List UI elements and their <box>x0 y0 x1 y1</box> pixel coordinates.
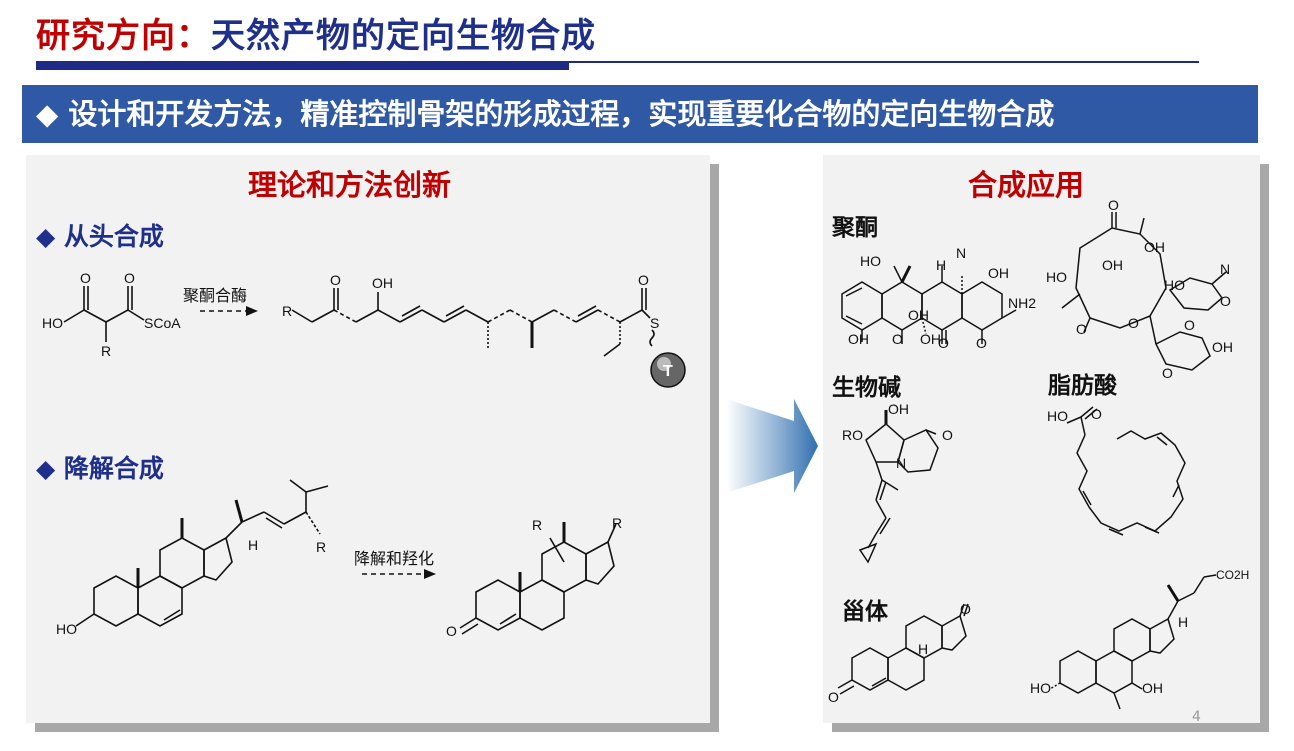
ba-ho: HO <box>1030 680 1051 696</box>
fa-ho: HO <box>1047 408 1068 424</box>
ba-co2h: CO2H <box>1216 568 1249 582</box>
ery-ho2: HO <box>1164 277 1185 293</box>
banner: ◆ 设计和开发方法，精准控制骨架的形成过程，实现重要化合物的定向生物合成 <box>22 85 1258 143</box>
tetracycline-structure: HO N H OH NH2 O OH O OH O OH <box>841 245 1036 351</box>
polyketide-chain-structure: R O OH O S T <box>282 272 686 388</box>
transition-arrow <box>726 399 818 493</box>
ery-n: N <box>1220 261 1230 277</box>
pk-oh: OH <box>372 275 393 291</box>
erythromycin-structure: O OH HO OH N HO O O O O OH O <box>1046 197 1233 381</box>
pk-o: O <box>330 272 341 288</box>
sterol-structure: HO H R <box>56 479 329 637</box>
ba-oh: OH <box>1142 680 1163 696</box>
fa-o: O <box>1091 406 1102 422</box>
enzyme-label-degradation: 降解和羟化 <box>354 549 435 568</box>
androstenone-o: O <box>446 623 457 639</box>
st-o: O <box>828 689 839 705</box>
ery-o2: O <box>1076 321 1087 337</box>
androstenone-structure: O R R <box>446 515 622 639</box>
tc-oh4: OH <box>908 307 929 323</box>
panel-application-title: 合成应用 <box>968 168 1085 202</box>
title-underline-thick <box>36 61 569 70</box>
label-steroid: 甾体 <box>842 599 888 625</box>
bullet-de-novo: ◆ 从头合成 <box>36 222 164 251</box>
pk-o2: O <box>638 272 649 288</box>
pk-r: R <box>282 303 292 319</box>
tc-oh2: OH <box>848 331 869 347</box>
malonyl-r: R <box>101 343 111 359</box>
ery-oh3: OH <box>1212 339 1233 355</box>
panel-application <box>823 155 1260 723</box>
ery-oh1: OH <box>1144 239 1165 255</box>
tc-n: N <box>956 245 966 261</box>
st-h: H <box>918 641 928 657</box>
malonyl-o1: O <box>80 270 91 286</box>
ery-ho1: HO <box>1046 269 1067 285</box>
fatty-acid-structure: HO O <box>1047 406 1186 536</box>
st-o2: O <box>960 601 971 617</box>
panel-theory-title: 理论和方法创新 <box>248 168 452 202</box>
tc-o1: O <box>976 335 987 351</box>
pk-s: S <box>650 315 659 331</box>
sterol-h: H <box>248 537 258 553</box>
ery-o4: O <box>1184 317 1195 333</box>
dashed-arrow-degradation <box>362 569 436 579</box>
tc-o2: O <box>892 331 903 347</box>
dashed-arrow-pks <box>200 306 258 316</box>
title-prefix: 研究方向： <box>36 16 211 56</box>
androstenone-r1: R <box>532 517 542 533</box>
bile-acid-structure: CO2H HO OH H <box>1030 568 1249 710</box>
alk-ro: RO <box>842 427 863 443</box>
enzyme-label-pks: 聚酮合酶 <box>183 286 248 305</box>
tc-h: H <box>936 257 946 273</box>
ery-oh2: OH <box>1102 257 1123 273</box>
page-title: 研究方向：天然产物的定向生物合成 <box>36 8 596 57</box>
panel-theory <box>26 155 710 723</box>
alk-oh: OH <box>888 401 909 417</box>
malonyl-scoa: SCoA <box>144 315 181 331</box>
sterol-r: R <box>316 539 326 555</box>
title-main: 天然产物的定向生物合成 <box>211 16 596 56</box>
tc-oh1: OH <box>988 265 1009 281</box>
label-polyketide: 聚酮 <box>832 215 878 241</box>
tc-oh3: OH <box>920 331 941 347</box>
title-underline-thin <box>569 61 1199 63</box>
alk-o: O <box>942 427 953 443</box>
tc-o3: O <box>938 335 949 351</box>
label-fatty-acid: 脂肪酸 <box>1048 373 1117 399</box>
alkaloid-structure: OH RO N O <box>842 401 953 564</box>
bullet-degradation: ◆ 降解合成 <box>36 454 164 483</box>
ery-o6: O <box>1128 315 1139 331</box>
label-alkaloid: 生物碱 <box>832 375 901 401</box>
alk-n: N <box>896 455 906 471</box>
malonyl-o2: O <box>124 270 135 286</box>
page-number: 4 <box>1192 709 1201 725</box>
ery-o: O <box>1108 197 1119 213</box>
ery-o3: O <box>1220 293 1231 309</box>
ba-h: H <box>1178 614 1188 630</box>
pk-t: T <box>663 363 673 380</box>
androstenone-r2: R <box>612 515 622 531</box>
ery-o5: O <box>1162 365 1173 381</box>
tc-ho: HO <box>860 253 881 269</box>
sterol-ho: HO <box>56 621 77 637</box>
malonyl-ho: HO <box>42 315 63 331</box>
malonyl-coa-structure: HO O O SCoA R <box>42 270 181 359</box>
steroid-structure: O O H <box>828 601 971 705</box>
tc-nh2: NH2 <box>1008 295 1036 311</box>
